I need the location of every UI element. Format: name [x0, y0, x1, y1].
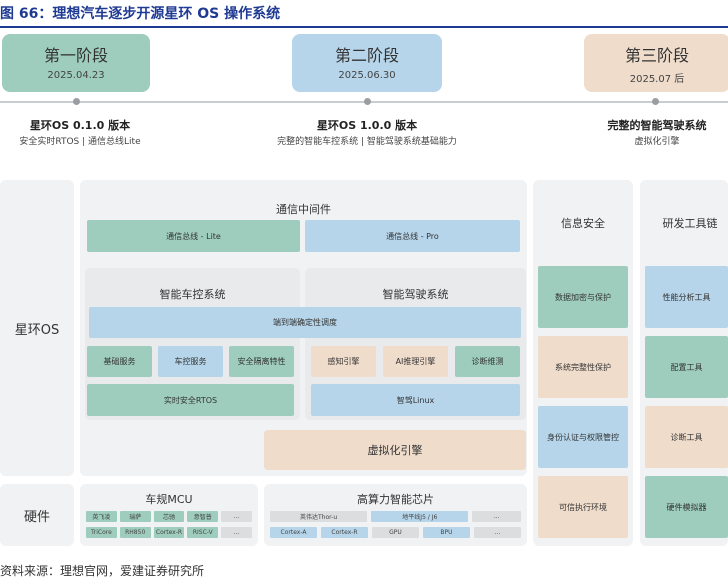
mcu-vendor-tag: ...	[221, 511, 252, 522]
driving-title: 智能驾驶系统	[382, 288, 449, 301]
mcu-arch-tag: Cortex-R	[153, 527, 185, 538]
mcu-vendor-tag: 意智普	[187, 511, 219, 522]
stage-3-date: 2025.07 后	[629, 74, 685, 85]
mcu-arch-tag: ...	[221, 527, 252, 538]
soc-arch-tag: ...	[474, 527, 521, 538]
rtos-box: 实时安全RTOS	[87, 384, 294, 416]
mcu-vendor-tag: 芯驰	[153, 511, 185, 522]
linux-box: 智驾Linux	[311, 384, 520, 416]
mcu-arch-tag: TriCore	[86, 527, 117, 538]
stage-1-desc: 安全实时RTOS | 通信总线Lite	[19, 137, 141, 147]
stage-2-date: 2025.06.30	[338, 70, 396, 81]
mcu-arch-tag: RH850	[119, 527, 151, 538]
toolchain-item-1: 性能分析工具	[645, 266, 728, 328]
security-item-4: 可信执行环境	[538, 476, 628, 538]
mcu-vendor-row: 英飞凌 瑞萨 芯驰 意智普 ...	[86, 511, 252, 522]
ai-inference-box: AI推理引擎	[383, 346, 448, 377]
soc-arch-row: Cortex-A Cortex-R GPU BPU ...	[270, 527, 521, 538]
soc-vendor-tag: ...	[472, 511, 521, 522]
soc-arch-tag: GPU	[372, 527, 419, 538]
stage-2-card: 第二阶段 2025.06.30	[292, 34, 442, 92]
toolchain-title: 研发工具链	[662, 217, 718, 230]
perception-engine-box: 感知引擎	[311, 346, 376, 377]
security-item-3: 身份认证与权限管控	[538, 406, 628, 468]
toolchain-item-3: 诊断工具	[645, 406, 728, 468]
timeline-dot-3	[652, 98, 659, 105]
soc-arch-tag: BPU	[423, 527, 470, 538]
stage-3-desc: 虚拟化引擎	[634, 137, 680, 147]
mcu-title: 车规MCU	[145, 493, 193, 506]
bus-pro-box: 通信总线 - Pro	[305, 220, 520, 252]
scheduling-box: 端到端确定性调度	[89, 307, 521, 338]
source-note: 资料来源：理想官网，爱建证券研究所	[0, 564, 205, 578]
isolation-box: 安全隔离特性	[229, 346, 294, 377]
diagnostics-box: 诊断维测	[455, 346, 520, 377]
toolchain-item-2: 配置工具	[645, 336, 728, 398]
timeline-dot-2	[364, 98, 371, 105]
timeline-dot-1	[73, 98, 80, 105]
figure-title: 图 66：理想汽车逐步开源星环 OS 操作系统	[0, 6, 281, 22]
hw-label-panel: 硬件	[0, 484, 74, 546]
os-label-panel: 星环OS	[0, 180, 74, 476]
hw-label: 硬件	[23, 509, 50, 525]
vehicle-control-title: 智能车控系统	[159, 288, 226, 301]
title-rule	[0, 26, 728, 28]
stage-3-card: 第三阶段 2025.07 后	[584, 34, 728, 92]
virtualization-box: 虚拟化引擎	[264, 430, 526, 470]
soc-title: 高算力智能芯片	[357, 493, 434, 506]
stage-3-name: 第三阶段	[624, 46, 689, 65]
mcu-vendor-tag: 瑞萨	[119, 511, 151, 522]
middleware-title: 通信中间件	[276, 203, 331, 216]
soc-vendor-row: 英伟达Thor-u 地平线J5 / J6 ...	[270, 511, 521, 522]
security-item-2: 系统完整性保护	[538, 336, 628, 398]
mcu-arch-row: TriCore RH850 Cortex-R RISC-V ...	[86, 527, 252, 538]
soc-vendor-tag: 地平线J5 / J6	[371, 511, 469, 522]
mcu-arch-tag: RISC-V	[187, 527, 219, 538]
stage-2-desc: 完整的智能车控系统 | 智能驾驶系统基础能力	[277, 137, 457, 147]
stage-3-version: 完整的智能驾驶系统	[607, 119, 707, 132]
mcu-vendor-tag: 英飞凌	[86, 511, 117, 522]
stage-2-name: 第二阶段	[334, 46, 399, 65]
os-label: 星环OS	[14, 322, 60, 338]
bus-lite-box: 通信总线 - Lite	[87, 220, 300, 252]
vehicle-control-service-box: 车控服务	[158, 346, 223, 377]
security-item-1: 数据加密与保护	[538, 266, 628, 328]
stage-1-card: 第一阶段 2025.04.23	[2, 34, 150, 92]
stage-1-name: 第一阶段	[43, 46, 108, 65]
soc-arch-tag: Cortex-A	[270, 527, 317, 538]
toolchain-item-4: 硬件模拟器	[645, 476, 728, 538]
stage-1-version: 星环OS 0.1.0 版本	[29, 119, 131, 132]
stage-1-date: 2025.04.23	[47, 70, 105, 81]
basic-service-box: 基础服务	[87, 346, 152, 377]
soc-vendor-tag: 英伟达Thor-u	[270, 511, 368, 522]
soc-arch-tag: Cortex-R	[321, 527, 368, 538]
stage-2-version: 星环OS 1.0.0 版本	[316, 119, 418, 132]
security-title: 信息安全	[561, 217, 605, 230]
